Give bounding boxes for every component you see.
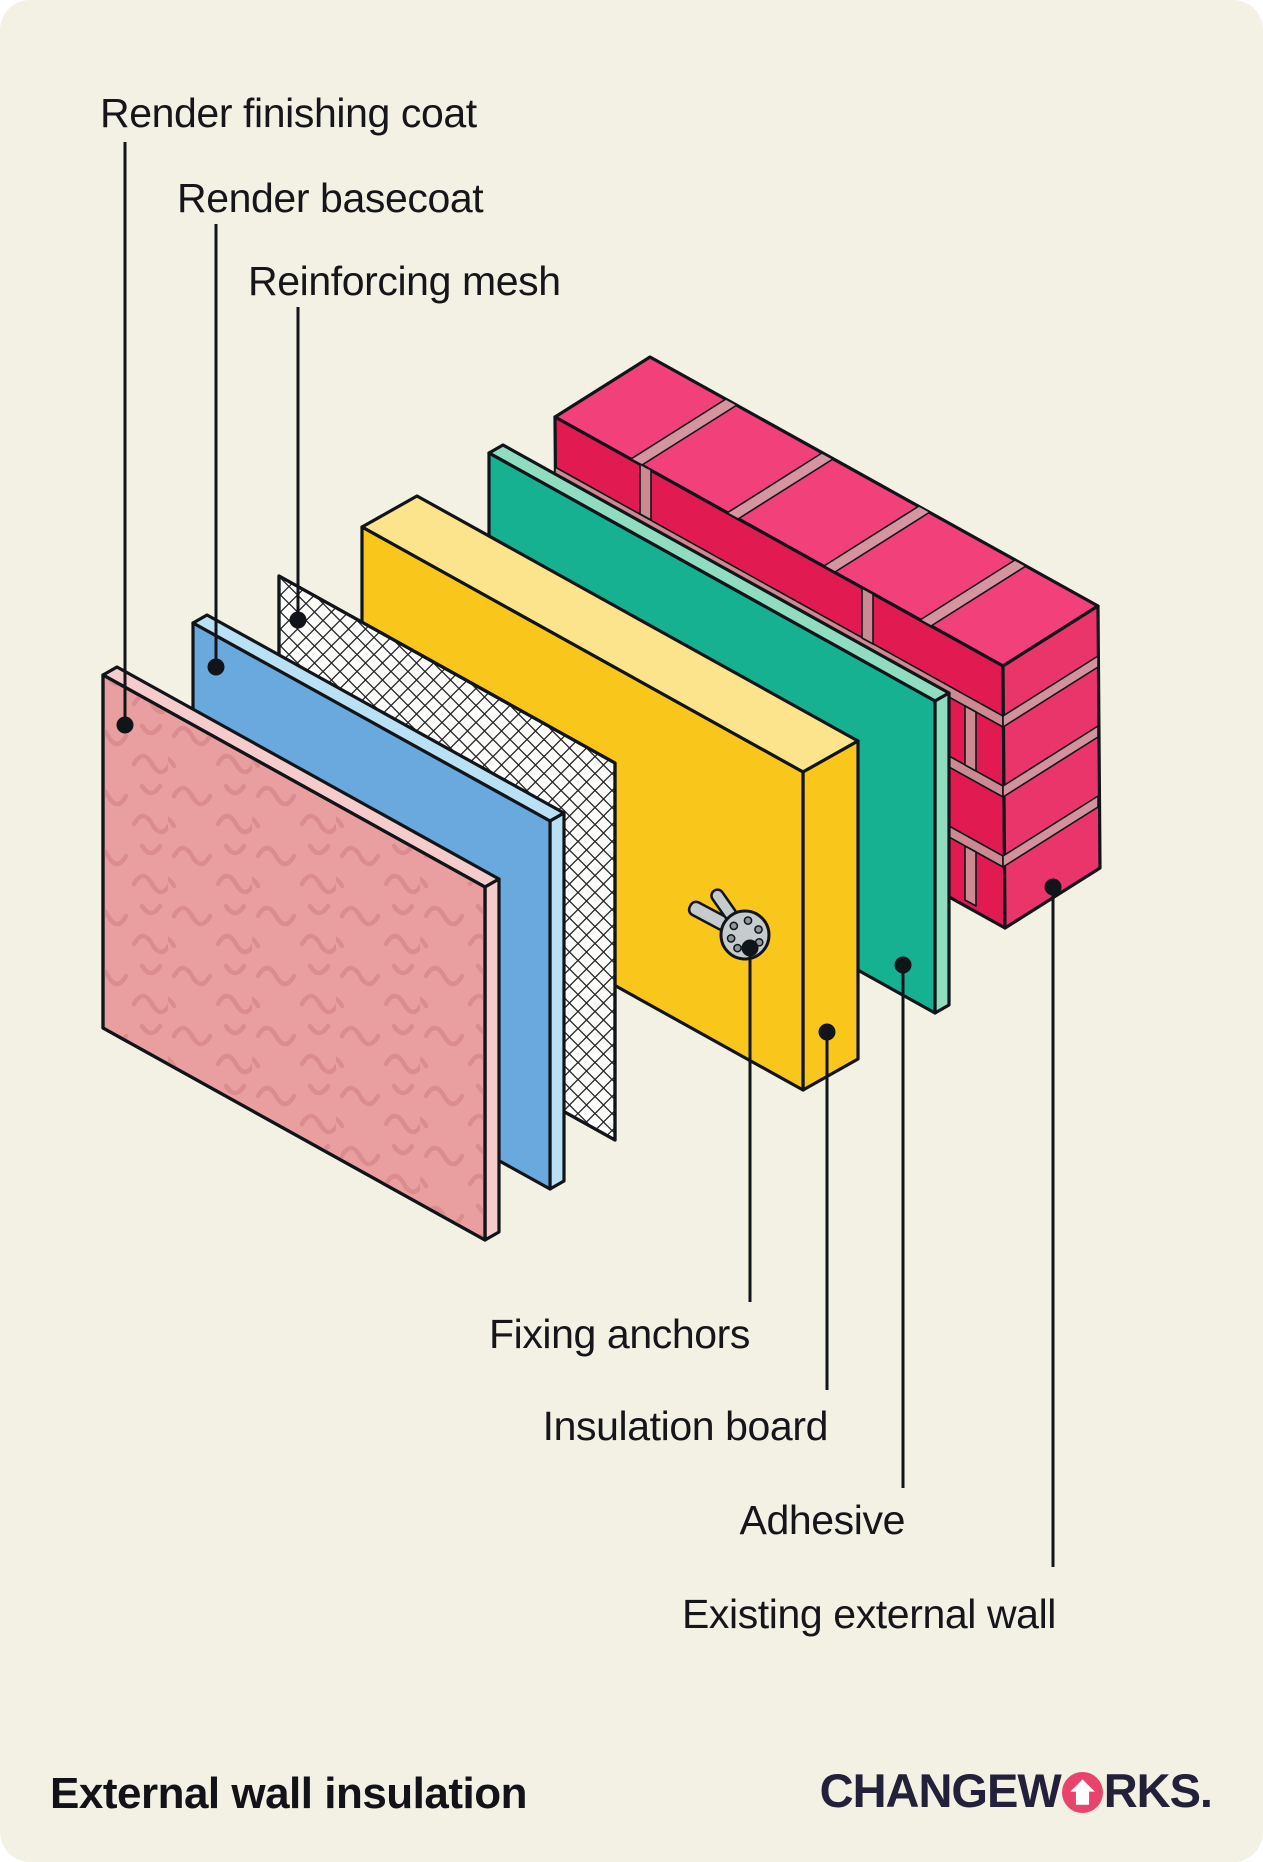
dot-adhesive: [894, 956, 912, 974]
label-render-finishing-coat: Render finishing coat: [100, 90, 477, 136]
label-adhesive: Adhesive: [739, 1497, 906, 1543]
dot-render-basecoat: [207, 658, 225, 676]
label-fixing-anchors: Fixing anchors: [488, 1311, 750, 1357]
finishing-texture: [103, 675, 485, 1240]
label-insulation-board: Insulation board: [542, 1403, 829, 1449]
fixing-anchor-icon: [687, 888, 771, 961]
label-existing-external-wall: Existing external wall: [681, 1591, 1056, 1637]
logo-text-right: RKS.: [1103, 1764, 1213, 1817]
adhesive-right-edge: [933, 691, 951, 1015]
layer-render-finishing-coat: [101, 665, 501, 1242]
dot-reinforcing-mesh: [289, 611, 307, 629]
finishing-right-edge: [483, 877, 501, 1242]
basecoat-right-edge: [548, 811, 566, 1191]
label-render-basecoat: Render basecoat: [177, 175, 484, 221]
house-up-arrow-icon: [1069, 1779, 1095, 1806]
dot-existing-external-wall: [1044, 878, 1062, 896]
logo-o-badge: [1061, 1772, 1103, 1814]
dot-insulation-board: [818, 1023, 836, 1041]
dot-render-finishing-coat: [116, 716, 134, 734]
page-title: External wall insulation: [50, 1769, 528, 1818]
dot-fixing-anchors: [741, 939, 759, 957]
logo-text-left: CHANGEW: [819, 1764, 1062, 1817]
changeworks-logo: CHANGEW RKS.: [819, 1764, 1213, 1817]
label-reinforcing-mesh: Reinforcing mesh: [248, 258, 561, 304]
leader-lines: [123, 142, 1055, 1567]
leader-dots: [116, 611, 1062, 1041]
